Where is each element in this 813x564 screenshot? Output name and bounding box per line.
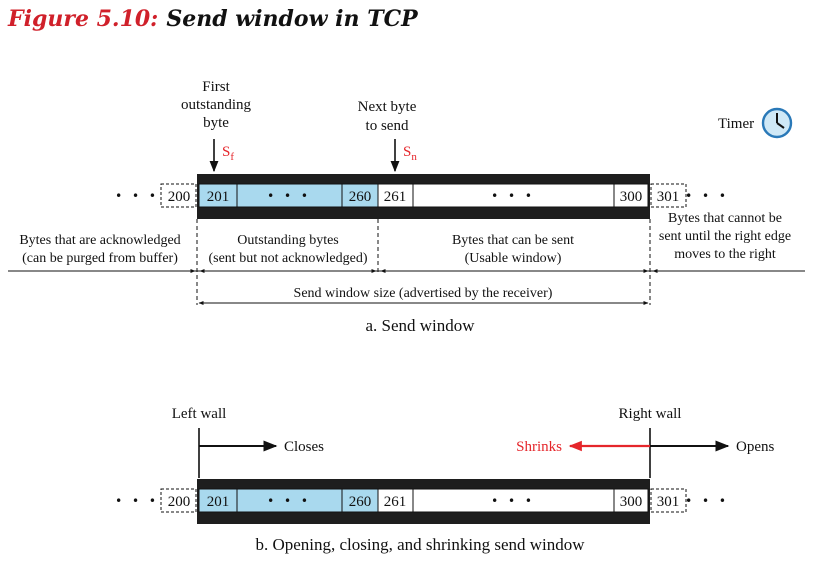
cannot-send-line1: Bytes that cannot be	[668, 211, 782, 226]
part-a-send-window: First outstanding byte Next byte to send…	[8, 79, 805, 335]
outstanding-line2: (sent but not acknowledged)	[208, 251, 367, 266]
b-right-outer-ellipsis: • • •	[685, 494, 729, 508]
b-cell-201: 201	[207, 494, 230, 510]
b-cell-300: 300	[620, 494, 643, 510]
caption-a: a. Send window	[365, 316, 475, 335]
figure-number: Figure 5.10:	[7, 6, 158, 32]
sf-label: Sf	[222, 144, 234, 163]
outstanding-ellipsis: • • •	[267, 189, 311, 203]
can-be-sent-line1: Bytes that can be sent	[452, 233, 574, 248]
part-b-window-changes: Left wall Right wall Closes Shrinks Open…	[115, 406, 774, 554]
acknowledged-line1: Bytes that are acknowledged	[19, 233, 180, 248]
cannot-send-line2: sent until the right edge	[659, 229, 791, 244]
closes-label: Closes	[284, 439, 324, 455]
b-usable-ellipsis: • • •	[491, 494, 535, 508]
opens-label: Opens	[736, 439, 774, 455]
cell-200-box	[160, 183, 197, 208]
b-cell-260: 260	[349, 494, 372, 510]
right-outer-ellipsis: • • •	[685, 189, 729, 203]
figure-title: Figure 5.10: Send window in TCP	[7, 6, 419, 32]
cannot-send-line3: moves to the right	[674, 247, 776, 262]
right-wall-label: Right wall	[619, 406, 682, 422]
outstanding-line1: Outstanding bytes	[237, 233, 339, 248]
cell-200: 200	[168, 189, 191, 205]
first-outstanding-line3: byte	[203, 115, 229, 131]
caption-b: b. Opening, closing, and shrinking send …	[255, 535, 585, 554]
timer-label: Timer	[718, 116, 754, 132]
window-size-label: Send window size (advertised by the rece…	[294, 286, 553, 301]
left-wall-label: Left wall	[172, 406, 227, 422]
cell-301: 301	[657, 189, 680, 205]
usable-ellipsis: • • •	[491, 189, 535, 203]
sn-label: Sn	[403, 144, 417, 163]
first-outstanding-line2: outstanding	[181, 97, 251, 113]
b-outstanding-ellipsis: • • •	[267, 494, 311, 508]
cell-300-box	[613, 183, 649, 208]
figure-title-text: Send window in TCP	[166, 6, 419, 32]
b-cell-200: 200	[168, 494, 191, 510]
cell-260: 260	[349, 189, 372, 205]
clock-icon	[761, 107, 793, 139]
can-be-sent-line2: (Usable window)	[465, 251, 562, 266]
cell-261: 261	[384, 189, 407, 205]
next-byte-line2: to send	[366, 118, 409, 134]
next-byte-line1: Next byte	[358, 99, 417, 115]
cell-301-box	[650, 183, 687, 208]
b-cell-261: 261	[384, 494, 407, 510]
cell-201: 201	[207, 189, 230, 205]
acknowledged-line2: (can be purged from buffer)	[22, 251, 178, 266]
cell-300: 300	[620, 189, 643, 205]
shrinks-label: Shrinks	[516, 439, 562, 455]
b-left-outer-ellipsis: • • •	[115, 494, 159, 508]
b-cell-301: 301	[657, 494, 680, 510]
first-outstanding-line1: First	[202, 79, 230, 95]
left-outer-ellipsis: • • •	[115, 189, 159, 203]
